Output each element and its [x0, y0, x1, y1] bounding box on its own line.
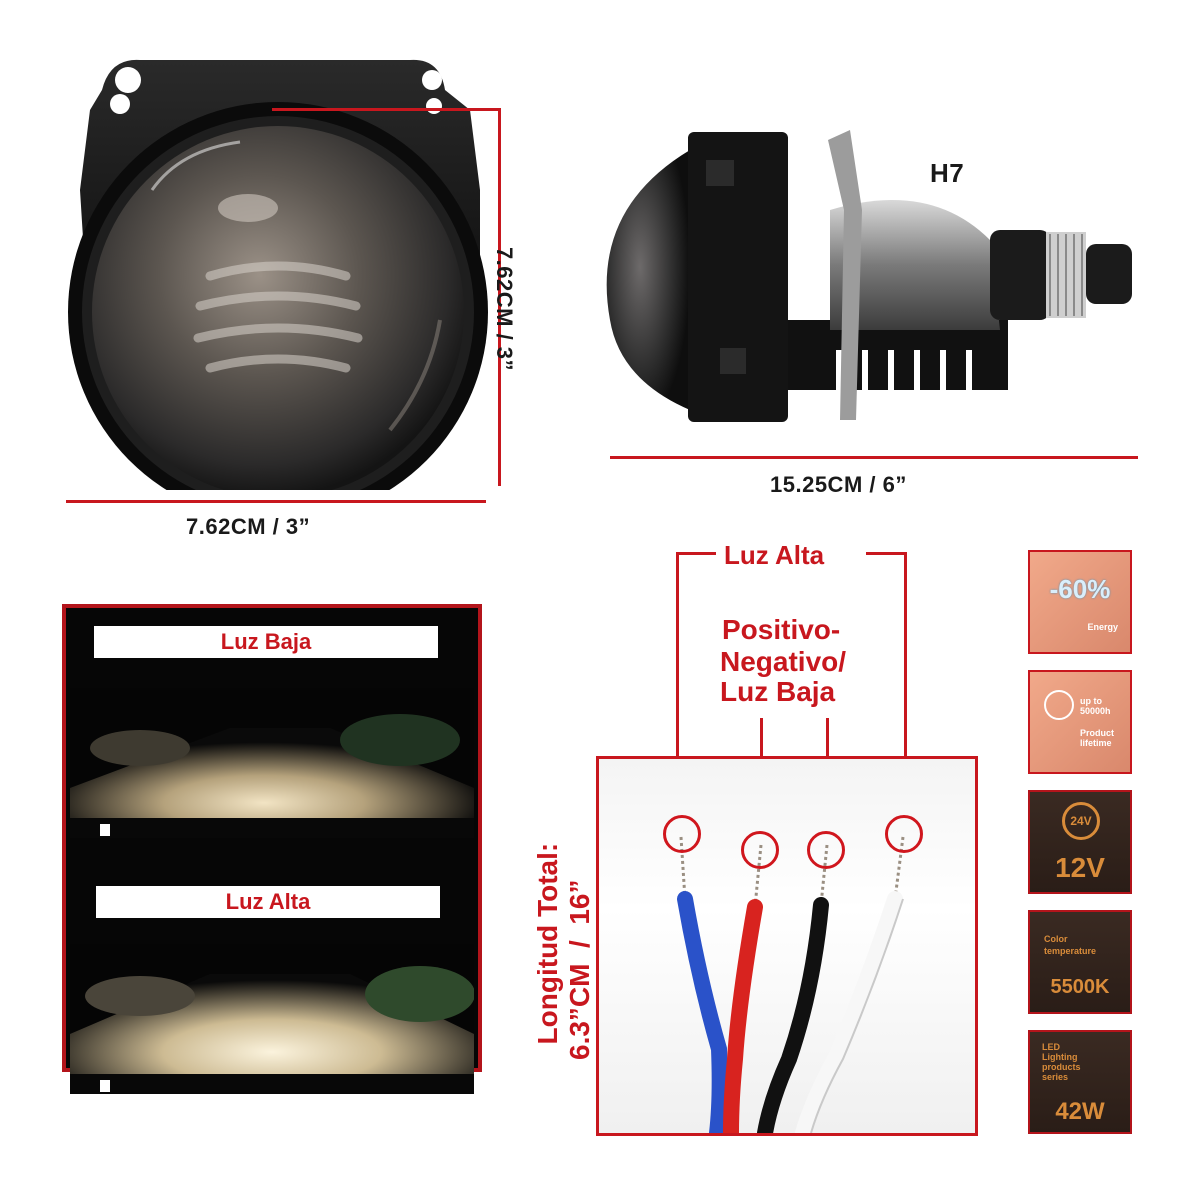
white-wire — [795, 891, 903, 1133]
wire-photo-panel — [596, 756, 978, 1136]
red-wire-circle — [741, 831, 779, 869]
badge-energy-caption: Energy — [1087, 622, 1118, 632]
badge-energy: -60% Energy — [1028, 550, 1132, 654]
total-length-label: Longitud Total: 6.3”CM / 16” — [500, 700, 596, 1060]
total-length-text: Longitud Total: 6.3”CM / 16” — [532, 842, 595, 1060]
high-beam-label: Luz Alta — [96, 886, 440, 918]
other-wire-label-line3: Luz Baja — [720, 676, 836, 707]
high-beam-photo — [70, 944, 474, 1094]
badge-lifetime-line2: Product lifetime — [1080, 728, 1115, 748]
badge-voltage: 24V 12V — [1028, 790, 1132, 894]
high-beam-bracket-left — [676, 552, 716, 555]
low-beam-label: Luz Baja — [94, 626, 438, 658]
badge-voltage-icon: 24V — [1062, 802, 1100, 840]
badge-power-line3: products — [1042, 1062, 1081, 1072]
beam-comparison-panel: Luz Baja Luz Alta — [62, 604, 482, 1094]
other-wire-label-line2: Negativo/ — [720, 646, 847, 677]
badge-lifetime: up to 50000h Product lifetime — [1028, 670, 1132, 774]
badge-power-value: 42W — [1055, 1098, 1105, 1125]
high-beam-wire-label: Luz Alta — [724, 540, 825, 570]
badge-color-temp-line1: Color — [1044, 934, 1068, 944]
badge-voltage-value: 12V — [1055, 852, 1105, 883]
black-wire-circle — [807, 831, 845, 869]
front-height-dim-line — [498, 108, 501, 486]
badge-power-line1: LED — [1042, 1042, 1060, 1052]
wire-drawing — [677, 836, 905, 1133]
badge-power: LED Lighting products series 42W — [1028, 1030, 1132, 1134]
front-top-dim-line — [272, 108, 500, 111]
badge-power-line4: series — [1042, 1072, 1069, 1082]
front-width-dim-line — [66, 500, 486, 503]
badge-voltage-alt: 24V — [1070, 814, 1092, 828]
other-wire-label-line1: Positivo- — [722, 614, 841, 645]
lifetime-icon — [1044, 690, 1074, 720]
red-wire — [723, 899, 763, 1133]
projector-side-view — [606, 130, 1132, 422]
badge-lifetime-line1: up to 50000h — [1080, 696, 1111, 716]
white-wire-circle — [885, 815, 923, 853]
front-height-label: 7.62CM / 3” — [492, 246, 517, 372]
badge-power-line2: Lighting — [1042, 1052, 1078, 1062]
badge-energy-value: -60% — [1049, 574, 1111, 604]
front-width-label: 7.62CM / 3” — [186, 514, 311, 539]
high-beam-bracket-right-drop — [904, 552, 907, 816]
blue-wire — [677, 891, 728, 1133]
badge-color-temp: Color temperature 5500K — [1028, 910, 1132, 1014]
badge-color-temp-value: 5500K — [1050, 976, 1110, 998]
badge-color-temp-line2: temperature — [1044, 946, 1097, 956]
high-beam-bracket-right — [866, 552, 906, 555]
high-beam-bracket-left-drop — [676, 552, 679, 814]
lens-front-view — [68, 59, 488, 490]
black-wire — [757, 897, 829, 1133]
side-length-dim-line — [610, 456, 1138, 459]
side-length-label: 15.25CM / 6” — [770, 472, 907, 497]
low-beam-photo — [70, 688, 474, 838]
bulb-type-label: H7 — [930, 158, 965, 188]
blue-wire-circle — [663, 815, 701, 853]
